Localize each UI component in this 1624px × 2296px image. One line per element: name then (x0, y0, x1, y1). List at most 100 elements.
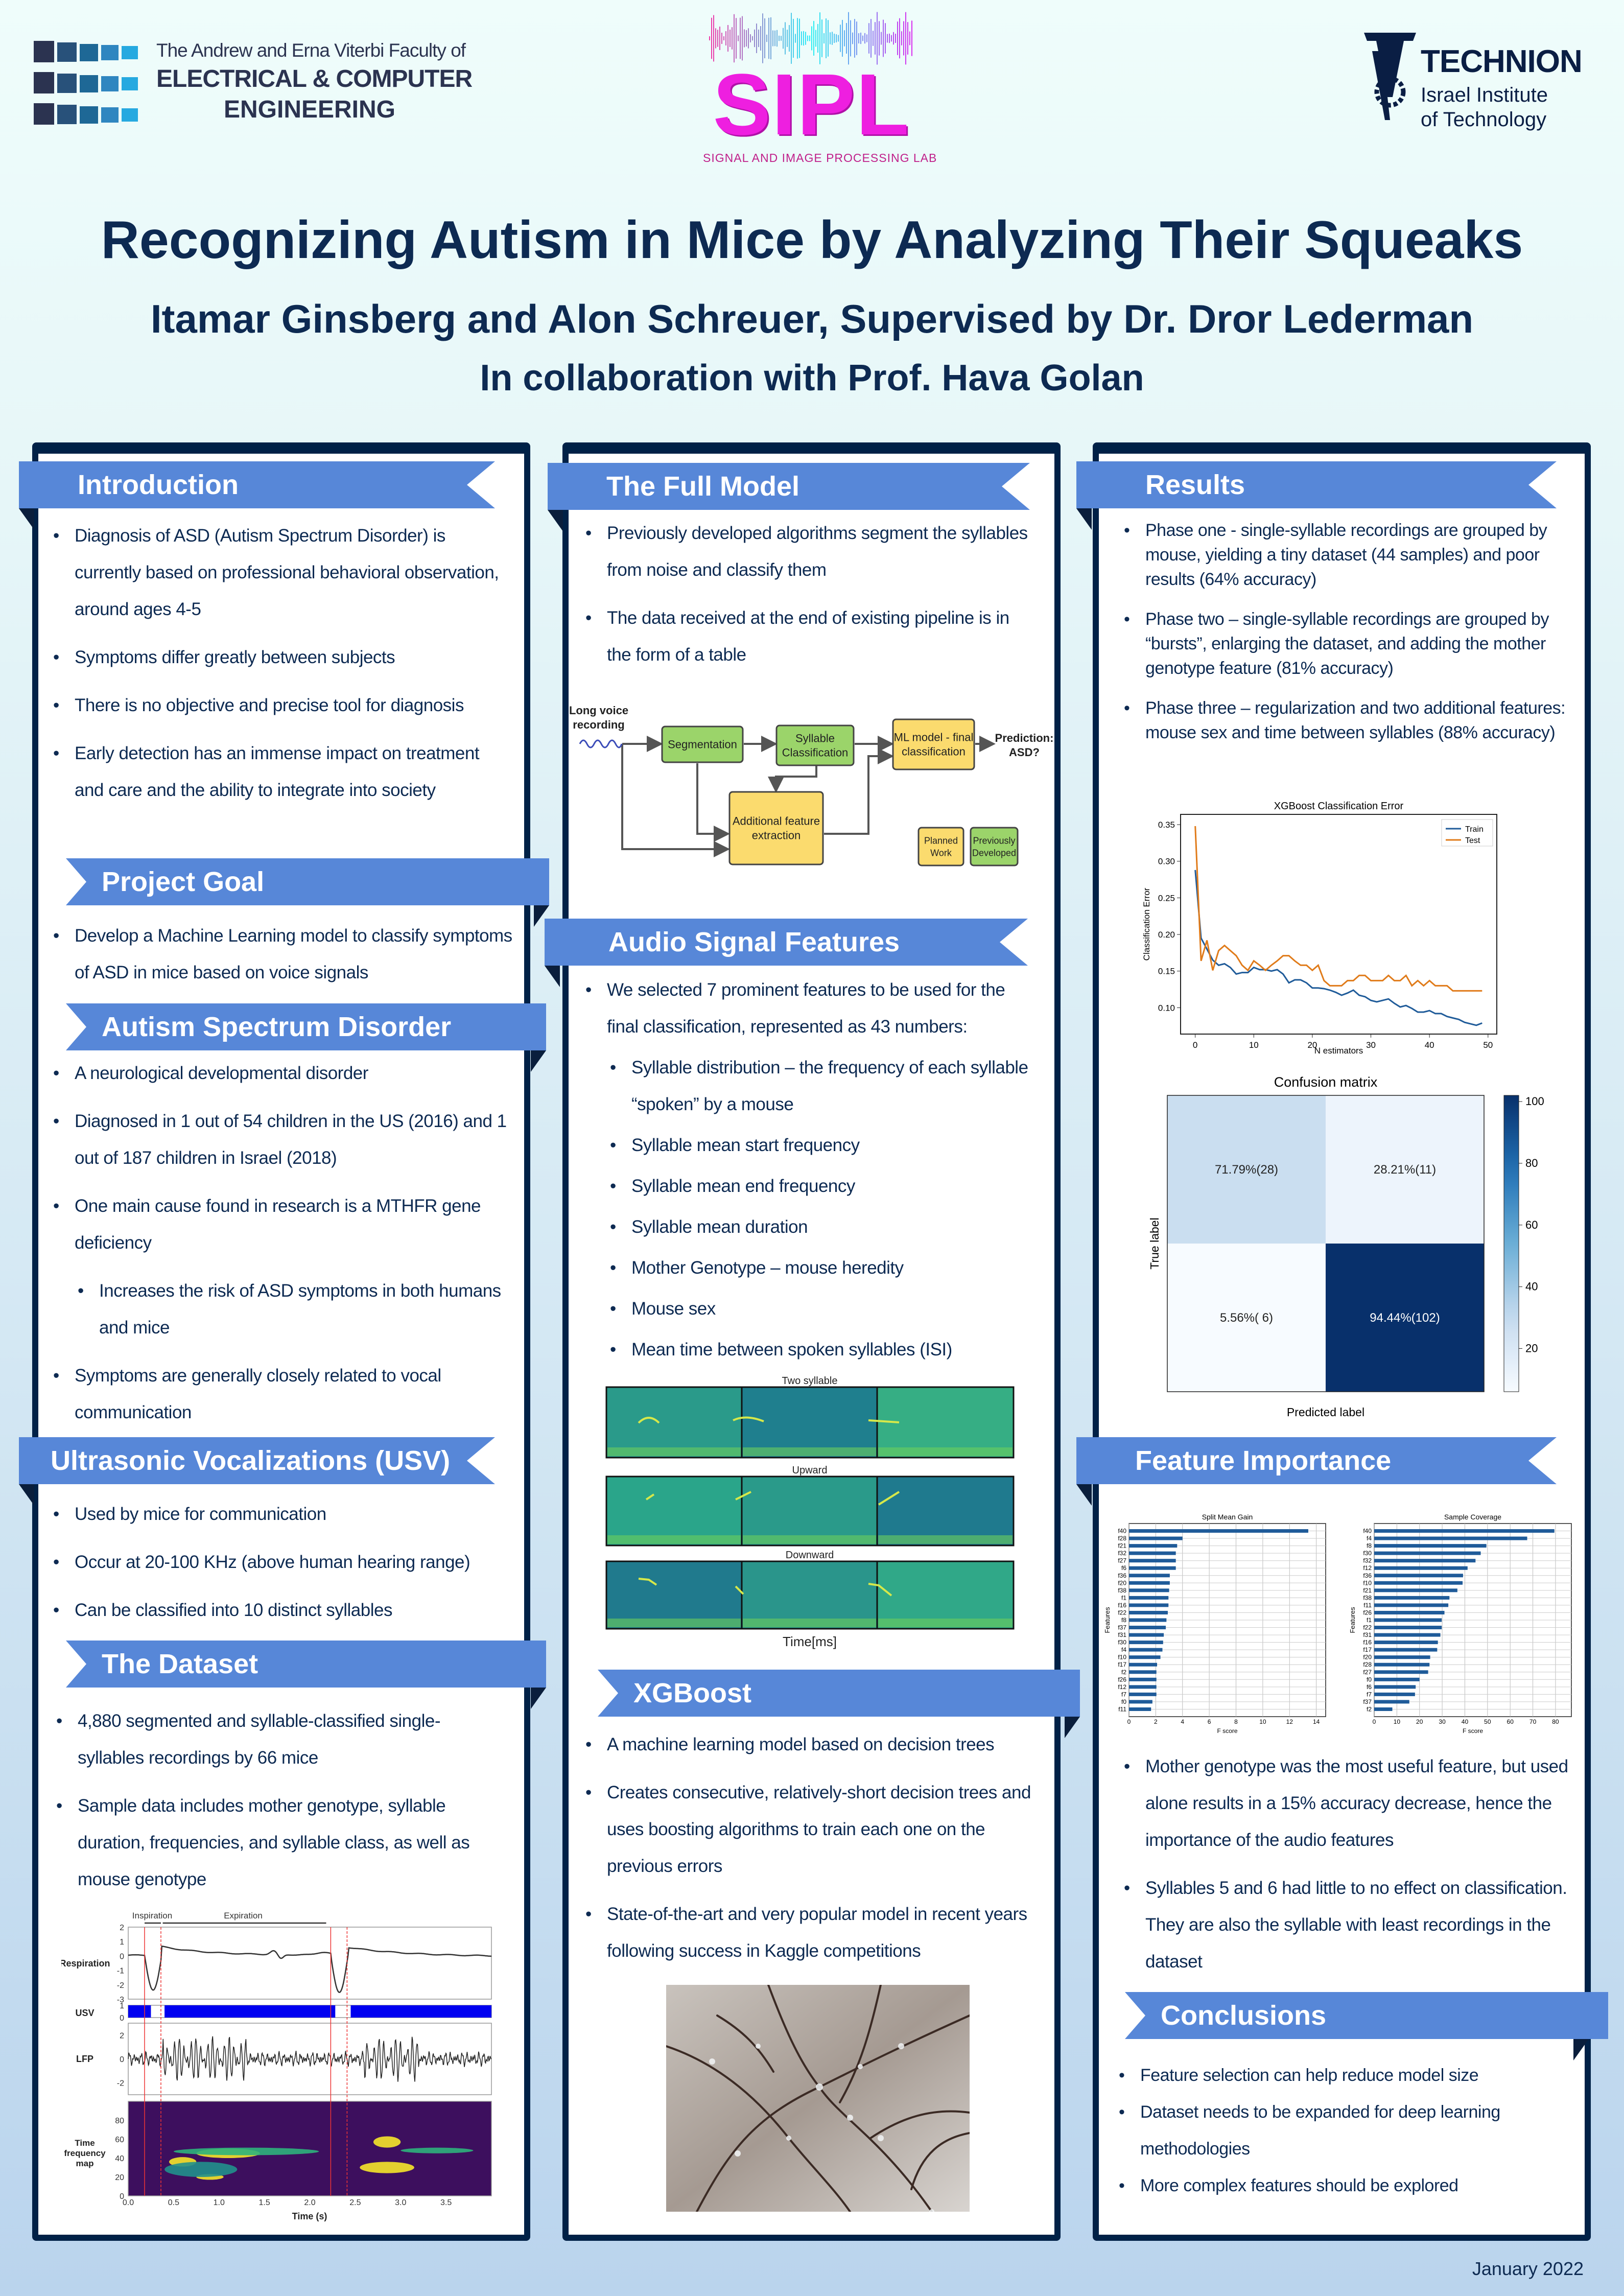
cell-value: 94.44%(102) (1370, 1311, 1440, 1325)
bullet-item: Symptoms differ greatly between subjects (53, 639, 513, 676)
bar (1374, 1596, 1450, 1600)
wave-bar (897, 21, 898, 55)
y-tick-label: 0 (120, 1952, 124, 1961)
y-tick-label: 0.30 (1158, 857, 1175, 866)
wave-bar (828, 20, 829, 57)
ml-model-box (892, 718, 975, 770)
bullet-item: Previously developed algorithms segment … (585, 515, 1035, 589)
bar (1129, 1626, 1166, 1630)
y-tick-label: 40 (115, 2154, 124, 2163)
bullet-item: We selected 7 prominent features to be u… (585, 972, 1040, 1045)
syllable-trace (868, 1419, 900, 1423)
confusion-matrix-chart: 71.79%(28)28.21%(11)5.56%( 6)94.44%(102)… (1148, 1074, 1544, 1419)
section-header-xgboost: XGBoost (598, 1670, 1080, 1717)
technion-emblem-icon (1364, 33, 1416, 120)
low-frequency-noise (878, 1535, 1013, 1544)
segmentation-label: Segmentation (668, 738, 737, 751)
wave-bar (783, 28, 784, 49)
respiration-trace (128, 1945, 491, 1993)
legend-planned-work-box (917, 827, 964, 866)
wave-bar (750, 34, 751, 43)
bar (1374, 1618, 1442, 1622)
bar (1129, 1633, 1164, 1637)
spectrogram-row-label: Two syllable (782, 1375, 838, 1387)
low-frequency-noise (878, 1447, 1013, 1456)
sub-bullet-item: Syllable mean start frequency (610, 1127, 1040, 1164)
tf-blob (173, 2147, 319, 2156)
category-label: f26 (1363, 1609, 1372, 1616)
technion-logo: TECHNION Israel Institute of Technology (1362, 31, 1592, 133)
wave-bar (844, 30, 845, 46)
bar (1129, 1544, 1178, 1548)
bar (1374, 1641, 1438, 1645)
section-header-conclusions: Conclusions (1125, 1992, 1608, 2039)
series-line-train (1194, 870, 1482, 1026)
section-header-project-goal: Project Goal (66, 858, 549, 905)
chart-title: Split Mean Gain (1202, 1513, 1253, 1521)
ece-faculty-logo: The Andrew and Erna Viterbi Faculty of E… (34, 40, 473, 127)
connector-arrow (696, 763, 730, 842)
bullet-item: Early detection has an immense impact on… (53, 735, 513, 809)
wave-bar (805, 32, 806, 45)
x-axis-label: Time (s) (292, 2211, 327, 2221)
category-label: f12 (1118, 1683, 1126, 1691)
category-label: f6 (1367, 1683, 1372, 1691)
audio-features-list: We selected 7 prominent features to be u… (585, 972, 1040, 1372)
ribbon-fold (1076, 1484, 1092, 1506)
colorbar-tick-label: 40 (1525, 1280, 1538, 1293)
wave-bar (840, 25, 841, 52)
y-tick-label: 0.20 (1158, 930, 1175, 940)
bullet-item: One main cause found in research is a MT… (53, 1188, 513, 1261)
category-label: f37 (1118, 1624, 1126, 1631)
category-label: f4 (1121, 1646, 1126, 1653)
bullet-item: 4,880 segmented and syllable-classified … (56, 1703, 506, 1776)
bullet-item: A machine learning model based on decisi… (585, 1726, 1040, 1763)
introduction-list: Diagnosis of ASD (Autism Spectrum Disord… (53, 518, 513, 820)
sound-wave-icon (709, 12, 912, 65)
wave-bar (776, 30, 778, 47)
bullet-item: Mother genotype was the most useful feat… (1124, 1748, 1573, 1859)
section-header-results: Results (1076, 461, 1557, 508)
category-label: f27 (1363, 1669, 1372, 1676)
sub-bullet-item: Mean time between spoken syllables (ISI) (610, 1331, 1040, 1368)
ribbon-fold (548, 510, 563, 531)
wave-bar (752, 36, 753, 41)
syllable-trace (733, 1416, 764, 1422)
y-tick-label: 0.25 (1158, 893, 1175, 903)
bar (1374, 1626, 1442, 1630)
wave-bar (793, 18, 794, 58)
legend-label: Test (1465, 836, 1480, 845)
x-tick-label: 40 (1462, 1718, 1469, 1725)
sub-bullet-item: Syllable mean duration (610, 1209, 1040, 1246)
x-tick-label: 70 (1529, 1718, 1537, 1725)
bar (1129, 1618, 1167, 1622)
wave-bar (813, 21, 814, 56)
wave-bar (734, 14, 735, 63)
wave-bar (746, 30, 747, 47)
y-tick-label: 60 (115, 2136, 124, 2144)
resp-panel (128, 1927, 492, 2000)
wave-bar (826, 18, 827, 58)
ml-model-label: classification (902, 745, 966, 758)
bar (1129, 1529, 1308, 1533)
prediction-label: ASD? (1009, 746, 1040, 759)
wave-bar (834, 33, 835, 43)
matrix-cell (1167, 1095, 1326, 1244)
wave-bar (891, 35, 892, 42)
ribbon-fold (531, 1688, 546, 1709)
syllable-trace (868, 1583, 892, 1597)
sub-bullet-item: Mouse sex (610, 1291, 1040, 1327)
wave-bar (877, 12, 878, 65)
connector-arrow (824, 748, 894, 835)
wave-bar (862, 35, 863, 41)
wave-bar (760, 26, 761, 51)
bullet-item: Used by mice for communication (53, 1496, 513, 1533)
category-label: f17 (1118, 1661, 1126, 1668)
input-label: recording (573, 718, 624, 731)
category-label: f10 (1363, 1579, 1372, 1586)
bar (1129, 1588, 1169, 1592)
bullet-item: More complex features should be explored (1119, 2167, 1568, 2204)
wave-bar (836, 34, 837, 42)
wave-bar (832, 32, 833, 45)
